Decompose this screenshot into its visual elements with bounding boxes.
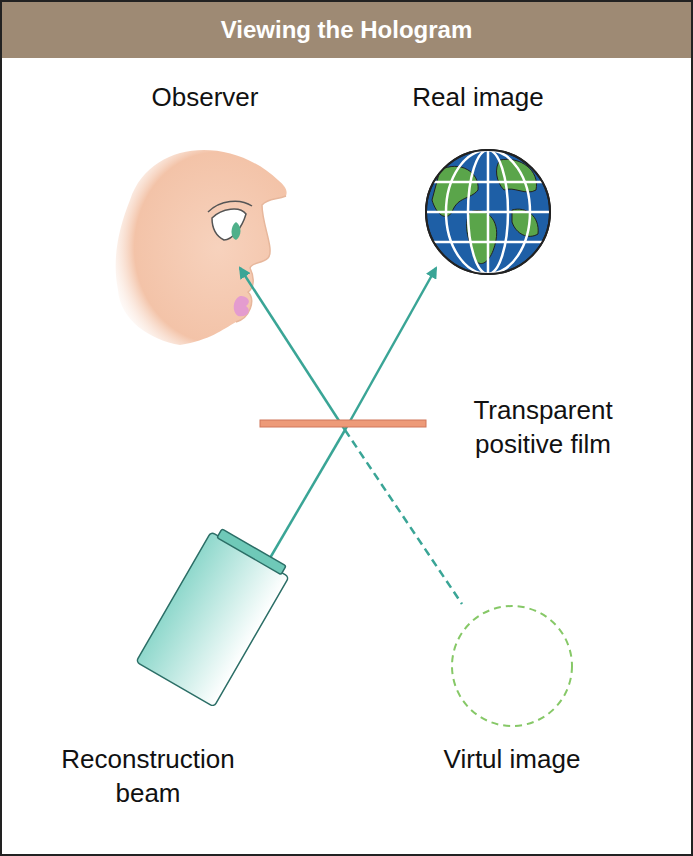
beam-label: Reconstruction beam [28, 742, 268, 810]
title-text: Viewing the Hologram [0, 14, 693, 46]
beam-projector [136, 525, 293, 707]
real-image-label: Real image [378, 80, 578, 114]
virtual-image-label: Virtul image [412, 742, 612, 776]
globe-real-image [420, 150, 560, 274]
film-label: Transparent positive film [433, 393, 653, 461]
observer-face [116, 150, 287, 345]
positive-film [260, 420, 426, 427]
virtual-image-circle [452, 606, 572, 726]
observer-label: Observer [105, 80, 305, 114]
